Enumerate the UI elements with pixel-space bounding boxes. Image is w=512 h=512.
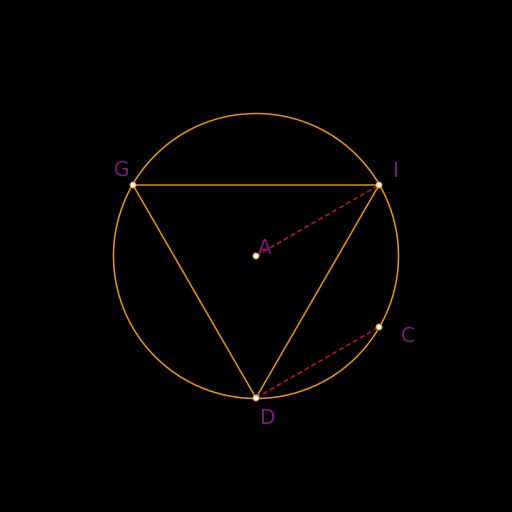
point-d [252, 394, 260, 402]
label-d: D [260, 405, 275, 429]
point-g [129, 181, 137, 189]
label-c: C [401, 323, 415, 347]
segment-i-d [255, 184, 380, 399]
point-a [252, 252, 260, 260]
dashed-segment-d-c [255, 326, 380, 399]
label-g: G [114, 157, 130, 181]
dashed-segment-a-i [255, 184, 380, 257]
label-a: A [258, 235, 272, 259]
label-i: I [393, 158, 399, 182]
point-i [375, 181, 383, 189]
point-c [375, 323, 383, 331]
segment-g-d [132, 184, 257, 399]
